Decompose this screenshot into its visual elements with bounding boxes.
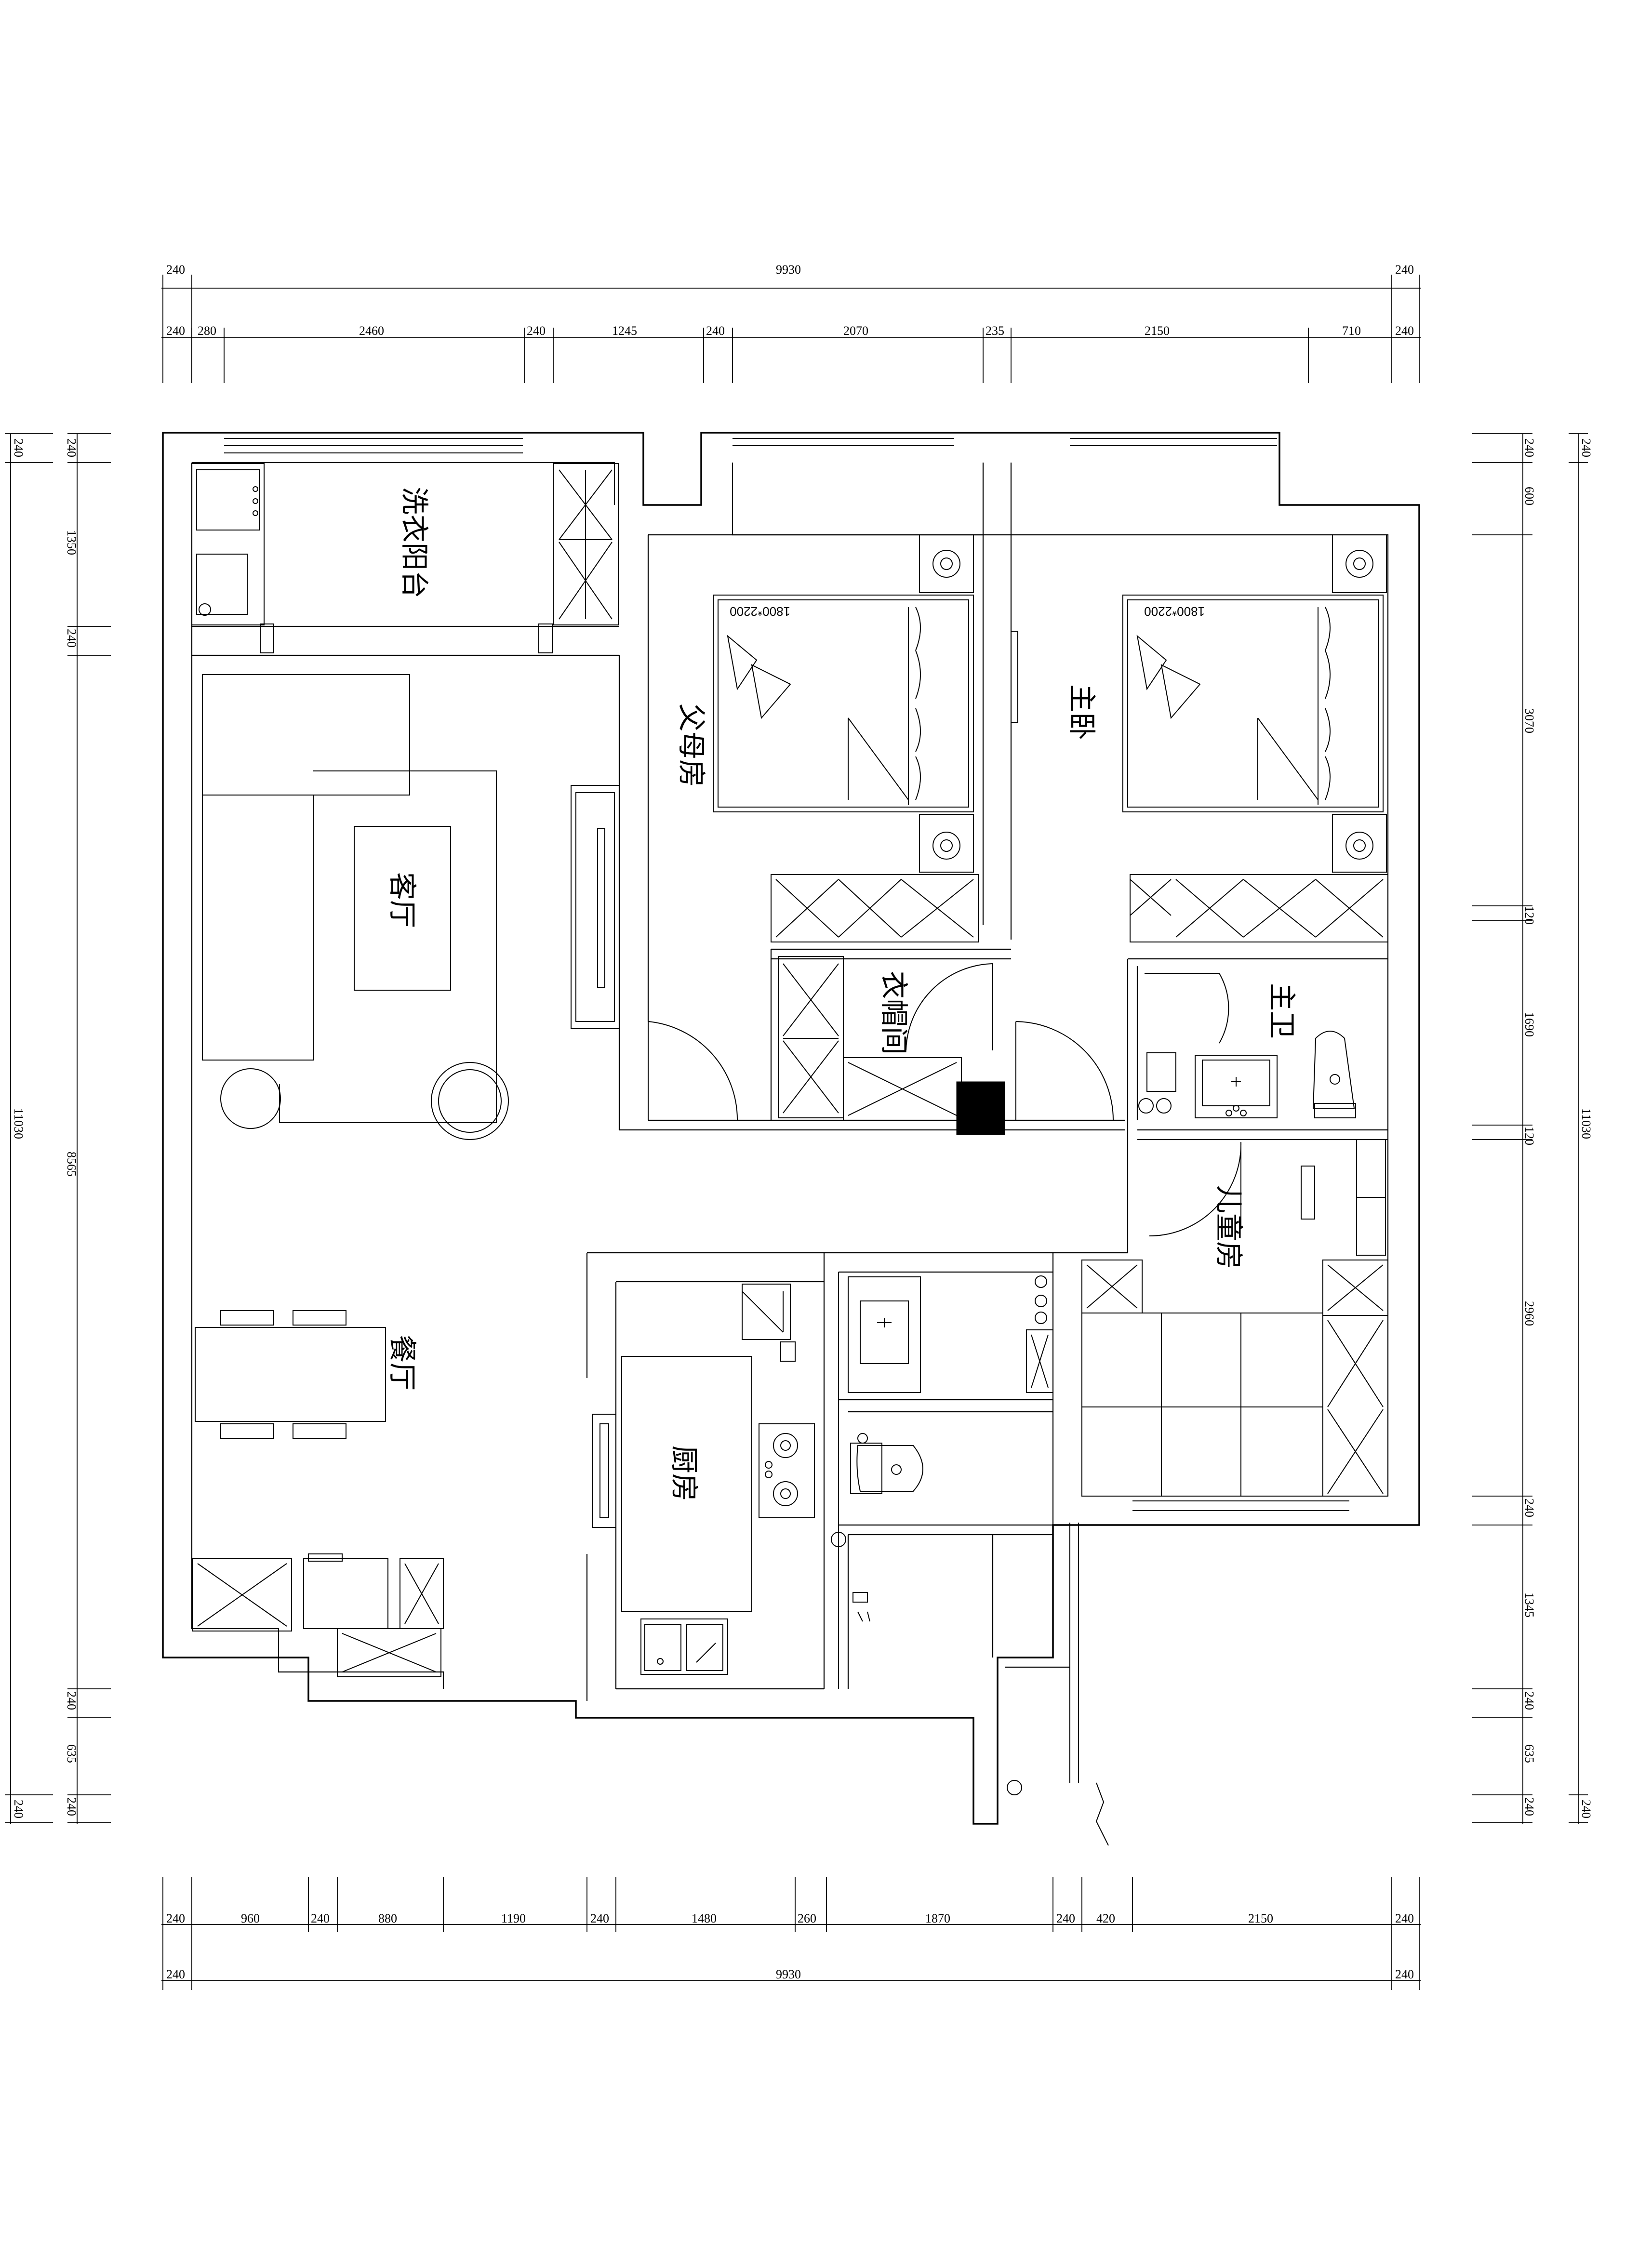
top-total-240-right: 240 [1395, 263, 1414, 277]
top-seg-4: 240 [527, 324, 546, 338]
left-outer-240-bottom: 240 [12, 1800, 26, 1818]
right-inner-9: 1345 [1522, 1592, 1536, 1618]
top-total-240-left: 240 [166, 263, 185, 277]
laundry-balcony: 洗衣阳台 [191, 463, 619, 653]
left-inner-1: 240 [65, 438, 79, 457]
laundry-balcony-label: 洗衣阳台 [398, 487, 431, 598]
master-bath-label: 主卫 [1265, 983, 1298, 1039]
left-outer-11030: 11030 [12, 1108, 26, 1139]
right-inner-5: 1690 [1522, 1012, 1536, 1037]
living-room-label: 客厅 [386, 872, 419, 928]
left-inner-3: 240 [65, 629, 79, 648]
cloakroom: 衣帽间 [778, 956, 1005, 1135]
parents-room: 1800*2200 父母房 [648, 534, 979, 1121]
bottom-seg-1: 240 [166, 1911, 185, 1925]
right-inner-11: 635 [1522, 1744, 1536, 1763]
left-inner-2: 1350 [65, 530, 79, 555]
bottom-seg-11: 420 [1096, 1911, 1115, 1925]
top-seg-2: 280 [198, 324, 216, 338]
bottom-total-240-left: 240 [166, 1967, 185, 1981]
right-outer-240-bottom: 240 [1579, 1800, 1593, 1818]
top-seg-7: 2070 [843, 324, 868, 338]
bottom-seg-10: 240 [1056, 1911, 1075, 1925]
top-dimension-lines: 240 9930 240 240 280 2460 240 1245 240 2… [161, 263, 1421, 383]
kitchen-label: 厨房 [668, 1446, 701, 1501]
right-outer-240-top: 240 [1579, 438, 1593, 457]
top-seg-8: 235 [986, 324, 1004, 338]
bottom-seg-5: 1190 [501, 1911, 526, 1925]
right-inner-2: 600 [1522, 487, 1536, 505]
bottom-seg-8: 260 [798, 1911, 816, 1925]
right-inner-4: 120 [1522, 906, 1536, 925]
master-bedroom: 1800*2200 主卧 [1011, 534, 1388, 1121]
bottom-dimension-lines: 240 960 240 880 1190 240 1480 260 1870 2… [161, 1877, 1421, 1990]
bottom-seg-2: 960 [241, 1911, 260, 1925]
interior-walls [192, 463, 1388, 1824]
top-seg-11: 240 [1395, 324, 1414, 338]
children-room: 儿童房 [1081, 1139, 1388, 1497]
living-room: 客厅 [202, 674, 620, 1140]
parents-bed-size-label: 1800*2200 [730, 604, 790, 619]
right-inner-7: 2960 [1522, 1301, 1536, 1326]
second-bathroom [831, 1275, 1109, 1846]
kitchen: 厨房 [592, 1284, 815, 1675]
right-outer-11030: 11030 [1579, 1108, 1593, 1139]
dining-room: 餐厅 [192, 1310, 444, 1677]
top-seg-10: 710 [1342, 324, 1361, 338]
left-inner-7: 240 [65, 1797, 79, 1816]
right-inner-12: 240 [1522, 1797, 1536, 1816]
children-room-label: 儿童房 [1212, 1185, 1245, 1269]
right-inner-3: 3070 [1522, 708, 1536, 733]
top-seg-5: 1245 [612, 324, 637, 338]
bottom-seg-13: 240 [1395, 1911, 1414, 1925]
master-bed-size-label: 1800*2200 [1144, 604, 1205, 619]
bottom-seg-3: 240 [311, 1911, 330, 1925]
windows [224, 438, 1349, 1783]
top-seg-1: 240 [166, 324, 185, 338]
top-seg-6: 240 [706, 324, 725, 338]
right-inner-10: 240 [1522, 1691, 1536, 1710]
bottom-seg-7: 1480 [692, 1911, 717, 1925]
left-outer-240-top: 240 [12, 438, 26, 457]
exterior-walls [162, 432, 1420, 1825]
cloakroom-label: 衣帽间 [878, 971, 910, 1055]
right-inner-6: 120 [1522, 1127, 1536, 1145]
master-bedroom-label: 主卧 [1066, 684, 1098, 740]
bottom-total-9930: 9930 [776, 1967, 801, 1981]
top-seg-3: 2460 [359, 324, 384, 338]
right-inner-8: 240 [1522, 1499, 1536, 1517]
bottom-seg-12: 2150 [1248, 1911, 1273, 1925]
left-inner-5: 240 [65, 1691, 79, 1710]
parents-room-label: 父母房 [675, 703, 708, 787]
bottom-seg-4: 880 [378, 1911, 397, 1925]
top-total-9930: 9930 [776, 263, 801, 277]
right-dimension-lines: 240 600 3070 120 1690 120 2960 240 1345 … [1472, 433, 1593, 1824]
bottom-seg-6: 240 [590, 1911, 609, 1925]
left-dimension-lines: 240 11030 240 240 1350 240 8565 240 635 … [5, 433, 111, 1824]
left-inner-6: 635 [65, 1744, 79, 1763]
bottom-seg-9: 1870 [925, 1911, 950, 1925]
left-inner-4: 8565 [65, 1152, 79, 1177]
dining-room-label: 餐厅 [386, 1335, 419, 1391]
master-bath: 主卫 [1138, 973, 1356, 1118]
bottom-total-240-right: 240 [1395, 1967, 1414, 1981]
right-inner-1: 240 [1522, 438, 1536, 457]
top-seg-9: 2150 [1145, 324, 1170, 338]
